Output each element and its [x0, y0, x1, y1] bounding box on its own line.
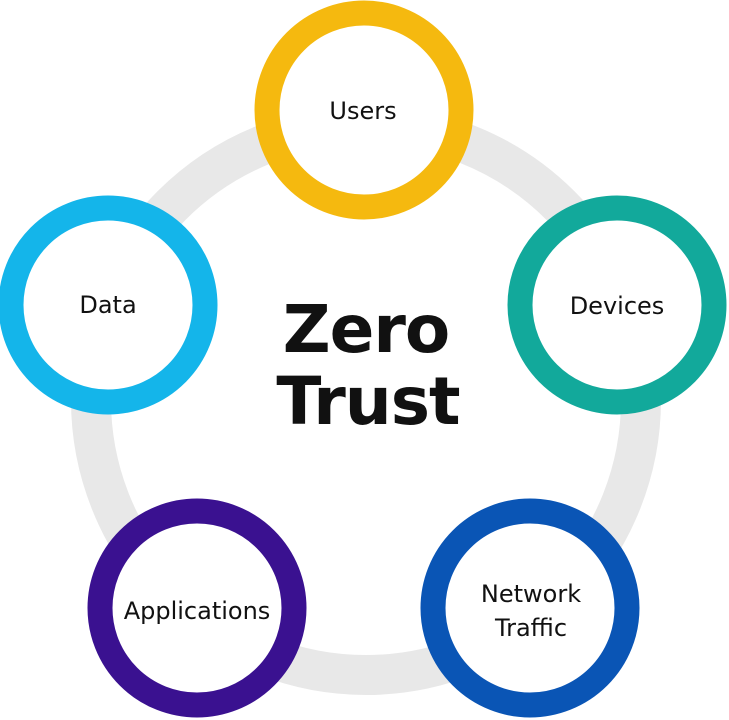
pillar-users-label: Users	[329, 97, 396, 125]
pillar-applications: Applications	[87, 498, 307, 718]
pillar-network-traffic: Network Traffic	[420, 498, 640, 718]
pillar-network-traffic-label-line-1: Network	[481, 580, 581, 608]
pillar-devices: Devices	[507, 195, 727, 415]
pillar-devices-label: Devices	[570, 292, 665, 320]
pillar-data-label: Data	[79, 291, 136, 319]
pillar-applications-circle	[87, 498, 307, 718]
pillar-network-traffic-circle	[420, 498, 640, 718]
pillar-data: Data	[0, 195, 218, 415]
pillar-users: Users	[254, 0, 474, 220]
pillar-network-traffic-label-line-2: Traffic	[494, 614, 567, 642]
pillar-users-circle	[254, 0, 474, 220]
pillar-data-circle	[0, 195, 218, 415]
pillar-applications-label: Applications	[124, 597, 271, 625]
center-title-line-1: Zero	[283, 291, 450, 368]
pillar-devices-circle	[507, 195, 727, 415]
center-title-line-2: Trust	[276, 363, 460, 440]
